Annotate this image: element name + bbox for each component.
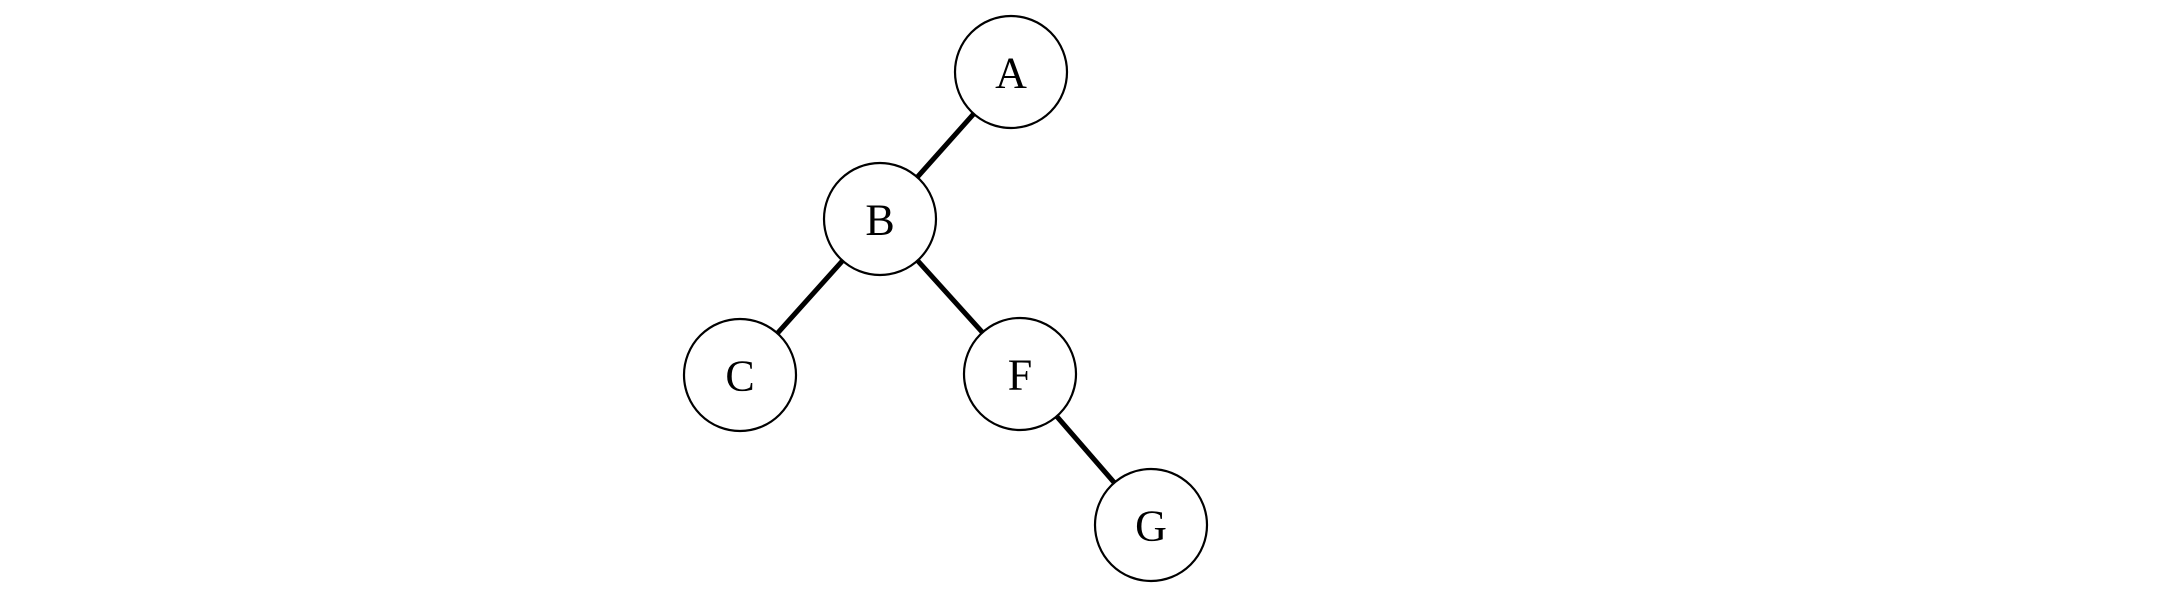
graph-edge-f-g — [1054, 414, 1117, 485]
edges-layer — [775, 112, 1117, 485]
nodes-layer: A B C F G — [682, 14, 1209, 583]
node-circle-b[interactable] — [822, 161, 938, 277]
graph-node-c[interactable]: C — [682, 317, 798, 433]
node-label-a: A — [995, 49, 1027, 98]
graph-node-a[interactable]: A — [953, 14, 1069, 130]
node-label-c: C — [725, 352, 754, 401]
graph-node-f[interactable]: F — [962, 316, 1078, 432]
node-label-g: G — [1135, 502, 1167, 551]
graph-edge-b-f — [915, 258, 985, 335]
node-label-f: F — [1008, 351, 1032, 400]
graph-edge-a-b — [915, 112, 976, 179]
node-circle-f[interactable] — [962, 316, 1078, 432]
graph-node-g[interactable]: G — [1093, 467, 1209, 583]
node-circle-c[interactable] — [682, 317, 798, 433]
node-label-b: B — [865, 196, 894, 245]
graph-node-b[interactable]: B — [822, 161, 938, 277]
graph-edge-b-c — [775, 259, 845, 335]
node-circle-g[interactable] — [1093, 467, 1209, 583]
node-circle-a[interactable] — [953, 14, 1069, 130]
